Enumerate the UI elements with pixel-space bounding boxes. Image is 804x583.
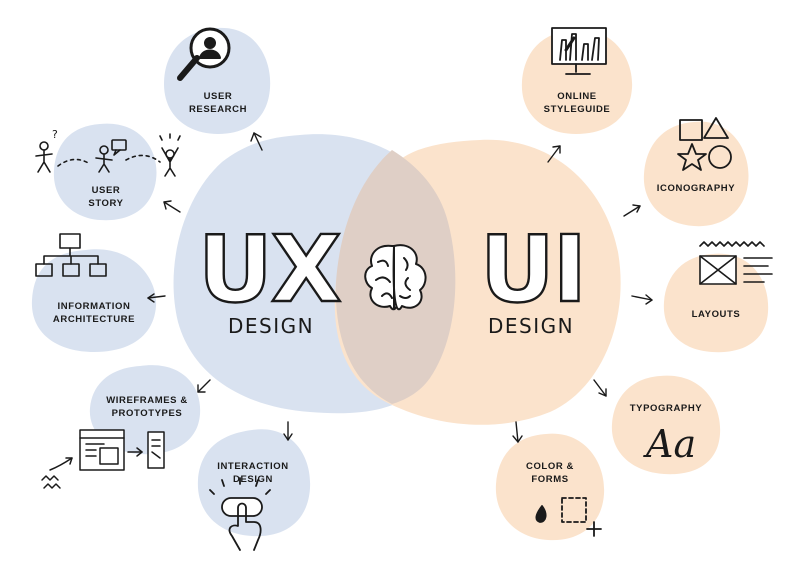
interaction-design-label: INTERACTION DESIGN [200, 460, 306, 486]
user-story-line1: USER [91, 185, 121, 196]
typography-label: TYPOGRAPHY [614, 402, 718, 415]
layouts-line1: LAYOUTS [691, 309, 741, 320]
topic-circles [31, 27, 769, 541]
wireframes-prototypes-label: WIREFRAMES & PROTOTYPES [92, 394, 202, 420]
monitor-pencils-icon [551, 27, 607, 75]
user-story-circle [53, 123, 157, 221]
arrow-to-wireframes [197, 379, 211, 393]
information-architecture-line1: INFORMATION [57, 301, 131, 312]
layout-grid-icon [699, 241, 773, 285]
svg-text:?: ? [52, 128, 58, 141]
font-sample-icon: Aa [646, 422, 697, 466]
ux-title: UX [197, 216, 343, 323]
iconography-label: ICONOGRAPHY [646, 182, 746, 195]
shapes-icon [677, 117, 732, 171]
interaction-design-line2: DESIGN [232, 474, 274, 485]
icons: ? [35, 27, 773, 551]
people-dialog-icon: ? [35, 128, 181, 177]
drop-crop-icon [535, 497, 602, 537]
arrow-to-information-architecture [147, 293, 166, 303]
color-forms-label: COLOR & FORMS [500, 460, 600, 486]
arrows [147, 132, 653, 443]
interaction-design-line1: INTERACTION [217, 461, 289, 472]
iconography-circle [643, 121, 749, 227]
wireframe-screens-icon [41, 429, 165, 489]
color-forms-line2: FORMS [531, 474, 569, 485]
ui-subtitle: DESIGN [488, 314, 575, 338]
arrow-to-color-forms [512, 421, 523, 443]
user-story-label: USER STORY [56, 184, 156, 210]
arrow-to-interaction-design [283, 421, 293, 441]
information-architecture-line2: ARCHITECTURE [52, 314, 136, 325]
arrow-to-typography [593, 379, 607, 397]
online-styleguide-line2: STYLEGUIDE [543, 104, 611, 115]
layouts-label: LAYOUTS [666, 308, 766, 321]
arrow-to-user-research [250, 132, 263, 151]
online-styleguide-label: ONLINE STYLEGUIDE [526, 90, 628, 116]
arrow-to-layouts [631, 294, 653, 305]
online-styleguide-line1: ONLINE [557, 91, 597, 102]
user-research-label: USER RESEARCH [168, 90, 268, 116]
color-forms-circle [495, 433, 605, 541]
hand-tap-icon [209, 477, 271, 551]
sitemap-icon [35, 233, 107, 277]
ui-title: UI [479, 216, 588, 323]
arrow-to-iconography [623, 204, 641, 217]
brain-icon [364, 244, 427, 311]
color-forms-line1: COLOR & [525, 461, 574, 472]
arrow-to-online-styleguide [547, 145, 561, 163]
arrow-to-user-story [163, 200, 181, 213]
magnifier-user-icon [177, 27, 231, 81]
typography-line1: TYPOGRAPHY [629, 403, 703, 414]
typography-circle [611, 375, 721, 475]
user-research-line1: USER [203, 91, 233, 102]
layouts-circle [663, 253, 769, 353]
user-research-line2: RESEARCH [188, 104, 248, 115]
information-architecture-label: INFORMATION ARCHITECTURE [34, 300, 154, 326]
iconography-line1: ICONOGRAPHY [656, 183, 736, 194]
ux-subtitle: DESIGN [228, 314, 315, 338]
wireframes-prototypes-line1: WIREFRAMES & [106, 395, 188, 406]
user-story-line2: STORY [88, 198, 124, 209]
wireframes-prototypes-line2: PROTOTYPES [111, 408, 183, 419]
